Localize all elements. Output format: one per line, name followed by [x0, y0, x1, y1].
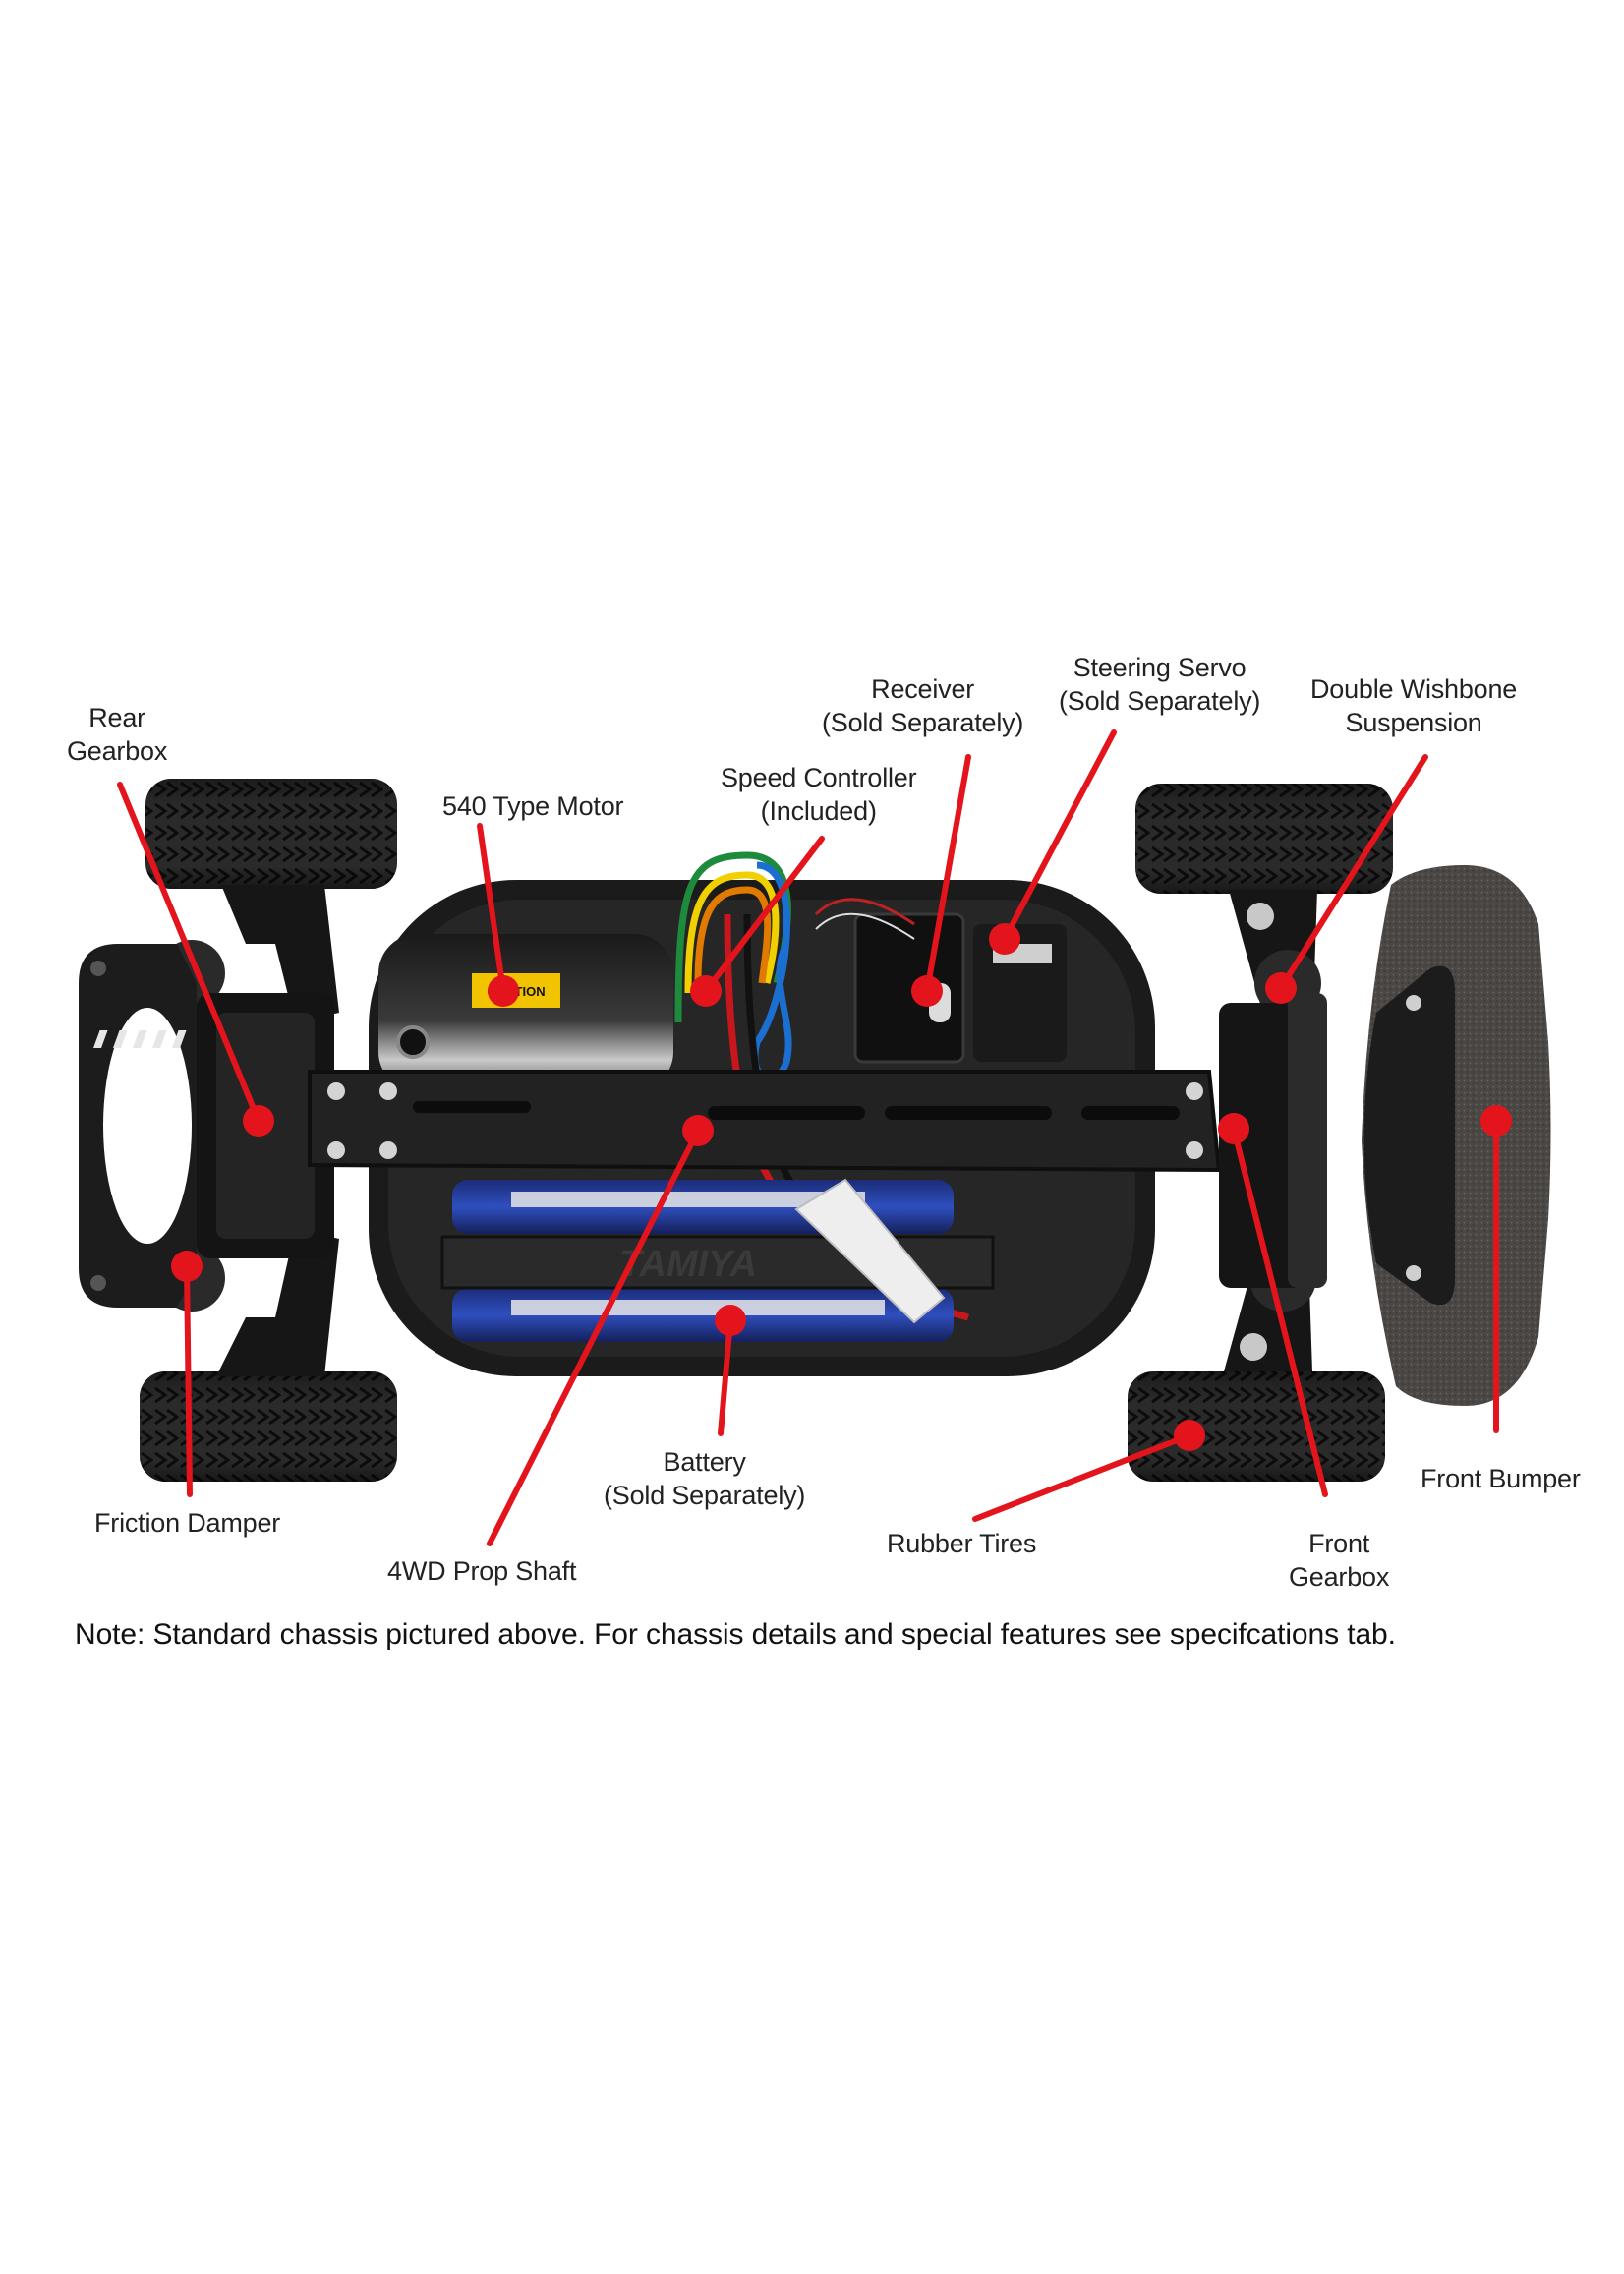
- battery-pack: TAMIYA: [440, 1178, 995, 1342]
- leader-friction-damper: [184, 1263, 193, 1497]
- leader-suspension: [1278, 754, 1428, 991]
- label-line: Receiver: [871, 674, 975, 704]
- leader-front-gearbox: [1231, 1126, 1328, 1497]
- label-line: (Sold Separately): [822, 708, 1024, 737]
- label-line: Friction Damper: [94, 1508, 281, 1538]
- label-line: Rear: [88, 703, 145, 732]
- footnote: Note: Standard chassis pictured above. F…: [75, 1618, 1396, 1651]
- label-line: Suspension: [1345, 708, 1482, 737]
- dot-motor: [488, 975, 519, 1007]
- callout-markers: [117, 729, 1512, 1546]
- label-front-gearbox: Front Gearbox: [1289, 1527, 1389, 1594]
- label-line: Gearbox: [67, 736, 168, 766]
- leader-prop-shaft: [487, 1128, 701, 1546]
- dot-prop-shaft: [682, 1115, 714, 1146]
- label-line: Double Wishbone: [1310, 674, 1518, 704]
- label-suspension: Double Wishbone Suspension: [1310, 672, 1517, 739]
- dot-receiver: [911, 975, 943, 1007]
- leader-battery: [718, 1317, 733, 1436]
- label-line: 4WD Prop Shaft: [387, 1556, 577, 1586]
- label-line: (Included): [760, 796, 877, 826]
- dot-front-bumper: [1480, 1105, 1512, 1137]
- dot-tires: [1174, 1420, 1205, 1451]
- steering-servo-block: [973, 924, 1067, 1062]
- label-tires: Rubber Tires: [887, 1527, 1036, 1560]
- front-bumper-foam: [1362, 865, 1551, 1406]
- leader-rear-gearbox: [117, 782, 261, 1124]
- tire-front-bottom: [1128, 1371, 1385, 1482]
- leader-receiver: [924, 754, 971, 994]
- tire-front-top: [1135, 784, 1393, 894]
- dot-friction-damper: [171, 1251, 203, 1282]
- prop-shaft-brace: [308, 1070, 1222, 1173]
- front-gearbox-block: [1219, 993, 1327, 1288]
- dot-suspension: [1265, 972, 1297, 1004]
- label-line: Battery: [663, 1447, 746, 1477]
- label-rear-gearbox: Rear Gearbox: [67, 701, 167, 768]
- label-speed-controller: Speed Controller (Included): [721, 761, 917, 828]
- dot-steering-servo: [989, 923, 1020, 955]
- battery-brand-text: TAMIYA: [619, 1244, 757, 1285]
- label-line: Front: [1308, 1529, 1370, 1558]
- label-friction-damper: Friction Damper: [94, 1506, 280, 1540]
- dot-rear-gearbox: [243, 1105, 274, 1137]
- leader-tires: [972, 1432, 1192, 1522]
- label-steering-servo: Steering Servo (Sold Separately): [1059, 651, 1260, 718]
- label-line: 540 Type Motor: [442, 791, 624, 821]
- leader-motor: [477, 823, 506, 994]
- label-line: (Sold Separately): [604, 1481, 806, 1510]
- label-line: Rubber Tires: [887, 1529, 1037, 1558]
- label-motor: 540 Type Motor: [442, 789, 624, 823]
- label-line: Speed Controller: [721, 763, 917, 792]
- dot-speed-controller: [690, 975, 722, 1007]
- leader-speed-controller: [703, 836, 825, 994]
- dot-battery: [715, 1305, 746, 1336]
- dot-front-gearbox: [1218, 1113, 1249, 1144]
- label-receiver: Receiver (Sold Separately): [822, 672, 1023, 739]
- tire-rear-bottom: [140, 1371, 397, 1482]
- leader-steering-servo: [1002, 729, 1117, 942]
- label-line: Gearbox: [1289, 1562, 1390, 1592]
- rear-bumper-frame: [79, 944, 197, 1308]
- label-front-bumper: Front Bumper: [1421, 1462, 1581, 1495]
- label-prop-shaft: 4WD Prop Shaft: [387, 1554, 576, 1588]
- label-line: Front Bumper: [1421, 1464, 1581, 1493]
- label-line: Steering Servo: [1073, 653, 1247, 682]
- label-line: (Sold Separately): [1059, 686, 1261, 716]
- label-battery: Battery (Sold Separately): [604, 1445, 805, 1512]
- tire-rear-top: [145, 779, 397, 889]
